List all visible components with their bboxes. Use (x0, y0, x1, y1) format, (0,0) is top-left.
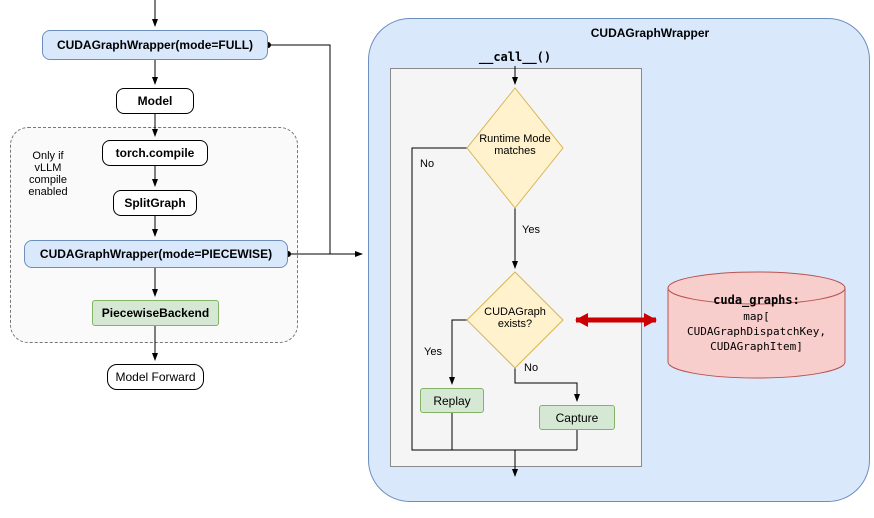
node-model-forward-label: Model Forward (115, 370, 196, 384)
datastore-line-1: map[ (743, 310, 770, 323)
edge-label-no2: No (524, 362, 539, 374)
edge-label-yes1: Yes (522, 224, 540, 236)
edge-label-no1: No (420, 158, 435, 170)
node-capture-label: Capture (555, 410, 599, 425)
panel-title: CUDAGraphWrapper (590, 26, 710, 40)
datastore-text: cuda_graphs: map[ CUDAGraphDispatchKey, … (668, 292, 845, 354)
node-replay-label: Replay (433, 393, 471, 408)
compile-only-note: Only if vLLM compile enabled (28, 150, 68, 198)
node-torch-compile: torch.compile (102, 140, 208, 166)
node-splitgraph: SplitGraph (113, 190, 197, 216)
datastore-title: cuda_graphs: (713, 293, 800, 307)
call-method-label: __call__() (478, 50, 552, 64)
node-capture: Capture (539, 405, 615, 430)
node-piecewisebackend-label: PiecewiseBackend (101, 306, 210, 320)
node-model-label: Model (137, 94, 173, 108)
datastore-line-3: CUDAGraphItem] (710, 340, 803, 353)
decision2-label: CUDAGraph exists? (484, 306, 546, 330)
node-piecewisebackend: PiecewiseBackend (92, 300, 219, 326)
node-replay: Replay (420, 388, 484, 413)
node-model: Model (116, 88, 194, 114)
node-model-forward: Model Forward (107, 364, 204, 390)
node-cudagraphwrapper-piecewise: CUDAGraphWrapper(mode=PIECEWISE) (24, 240, 288, 268)
node-splitgraph-label: SplitGraph (124, 196, 186, 210)
node-cudagraphwrapper-full-label: CUDAGraphWrapper(mode=FULL) (56, 38, 254, 52)
node-torch-compile-label: torch.compile (115, 146, 195, 160)
edge-label-yes2: Yes (424, 346, 442, 358)
decision1-label: Runtime Mode matches (479, 133, 551, 157)
node-cudagraphwrapper-piecewise-label: CUDAGraphWrapper(mode=PIECEWISE) (39, 247, 273, 261)
datastore-line-2: CUDAGraphDispatchKey, (686, 325, 827, 338)
node-cudagraphwrapper-full: CUDAGraphWrapper(mode=FULL) (42, 30, 268, 60)
